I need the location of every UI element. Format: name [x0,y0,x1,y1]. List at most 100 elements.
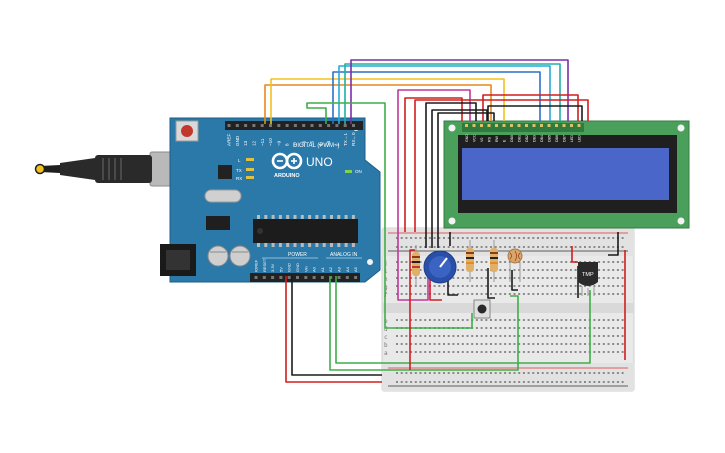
digital-pin-label: ~6 [301,140,306,146]
power-pin-label: A0 [312,266,317,272]
digital-pin-label: 2 [335,143,340,146]
usb-interface-chip [218,165,232,179]
tx-led [246,168,254,171]
digital-pin-label: ~3 [326,140,331,146]
power-header-label: POWER [288,252,307,258]
lcd-pin-header [465,124,581,127]
wire-blue-1 [332,71,541,124]
board-model-label: UNO [306,155,333,169]
power-pin-label: 3.3V [270,263,275,272]
digital-pin-label: 4 [318,143,323,146]
rx-led-label: RX [236,176,242,181]
lcd-pin-label: DB0 [510,135,514,142]
wire-black-lcd-3 [431,109,488,248]
power-led [345,170,352,173]
wire-green-button [306,102,473,329]
wire-black-bb-5 [608,232,619,256]
power-pin-label: A1 [320,266,325,272]
pushbutton-cap[interactable] [477,304,487,314]
on-led-label: ON [355,169,362,174]
digital-pin-label: 13 [243,140,248,146]
tmp-sensor-label: TMP [582,272,594,278]
power-pin-label: GND [295,263,300,272]
capacitor-1 [207,245,229,267]
svg-text:g: g [384,284,388,291]
lcd-pin-label: DB2 [525,135,529,142]
atmega-microcontroller [253,219,358,243]
lcd-pin-label: GND [465,134,469,142]
power-pin-label: A4 [345,266,350,272]
power-pin-label: RESET [262,258,267,272]
photoresistor [507,248,523,282]
pushbutton[interactable] [473,299,491,319]
wire-red-bb-1 [429,278,442,301]
lcd-pin-label: DB1 [517,135,521,142]
wire-purple [350,59,569,124]
crystal-oscillator [204,189,242,203]
rx-led [246,176,254,179]
lcd-pin-label: DB4 [540,135,544,142]
resistor-2 [466,240,474,282]
potentiometer[interactable] [423,250,457,284]
wire-green-a1 [335,276,591,364]
breadboard-center-channel [382,303,634,313]
digital-pin-label: TX→1 [343,133,348,146]
wire-orange [264,84,492,124]
svg-text:i: i [384,268,388,275]
svg-text:f: f [384,292,388,299]
capacitor-2 [229,245,251,267]
wire-black-gnd [291,276,382,376]
lcd-pin-label: LED [570,135,574,142]
arduino-logo-text: ARDUINO [274,173,300,179]
svg-text:d: d [384,326,388,333]
lcd-pin-label: E [502,139,506,142]
voltage-regulator [206,216,230,230]
wire-red-bb-2 [571,246,578,263]
lcd-pin-label: DB7 [562,135,566,142]
l-led-label: L [238,158,241,163]
digital-pin-label: 12 [252,140,257,146]
digital-pin-label: ~5 [310,140,315,146]
resistor-3 [490,240,498,282]
l-led [246,158,254,161]
wires [264,59,626,383]
power-pin-label: IOREF [254,259,259,272]
svg-text:e: e [384,318,388,325]
power-pin-label: GND [287,263,292,272]
digital-pin-label: ~10 [268,138,273,146]
potentiometer-knob-indicator [439,257,448,268]
analog-header-label: ANALOG IN [330,252,358,258]
wire-black-lcd-1 [425,102,477,248]
digital-pin-label: ~11 [260,138,265,146]
wire-red-5v [285,276,382,383]
lcd-pin-label: DB6 [555,135,559,142]
lcd-pin-label: LED [577,135,581,142]
reset-button-cap[interactable] [181,125,193,137]
usb-cable [34,151,179,187]
wire-red-bb-4 [409,249,415,370]
tx-led-label: TX [236,168,242,173]
resistor-1 [412,245,420,286]
svg-text:b: b [384,342,388,349]
digital-pin-label: 7 [293,143,298,146]
wire-red-lcd-2 [482,94,579,121]
lcd-pin-label: V0 [480,138,484,142]
wire-black-lcd-4 [437,112,495,248]
power-pin-label: A5 [353,266,358,272]
power-pin-label: Vin [303,266,308,272]
temperature-sensor: TMP [578,262,598,296]
lcd-pin-label: DB3 [532,135,536,142]
wire-cyan [338,65,551,124]
lcd-pin-label: DB5 [547,135,551,142]
wire-red-lcd-3 [414,99,589,232]
digital-pwm-label: DIGITAL (PWM~) [293,143,340,149]
svg-text:c: c [384,334,388,341]
wire-black-bb-2 [487,268,495,299]
breadboard: j i h g f e d c b a [381,227,635,392]
digital-pin-label: GND [235,135,240,146]
digital-pin-label: 8 [285,143,290,146]
